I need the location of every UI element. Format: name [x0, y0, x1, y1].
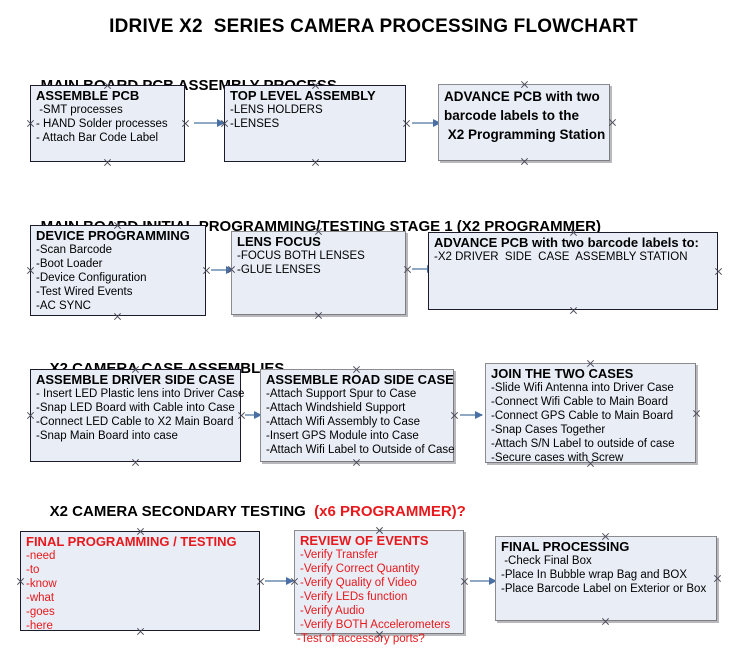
box-line: -Snap Cases Together — [491, 424, 606, 436]
box-line: -what — [26, 592, 55, 604]
box-line: -LENS HOLDERS — [230, 104, 323, 116]
box-line: -Insert GPS Module into Case — [266, 430, 419, 442]
box-line: -SMT processes — [36, 104, 123, 116]
box-title: JOIN THE TWO CASES — [491, 366, 634, 381]
box-line: -goes — [26, 606, 55, 618]
box-title: DEVICE PROGRAMMING — [36, 228, 190, 243]
box-lens-focus[interactable]: LENS FOCUS -FOCUS BOTH LENSES -GLUE LENS… — [231, 231, 406, 315]
box-final-processing[interactable]: FINAL PROCESSING -Check Final Box -Place… — [495, 536, 717, 621]
connector-arrow — [245, 410, 262, 419]
connector-arrow — [211, 265, 234, 274]
box-line: -here — [26, 620, 53, 632]
box-title: ASSEMBLE DRIVER SIDE CASE — [36, 372, 235, 387]
box-line: -Device Configuration — [36, 272, 147, 284]
box-line: -Verify BOTH Accelerometers — [300, 619, 451, 631]
box-line: -Attach Support Spur to Case — [266, 388, 417, 400]
box-line: -Snap Main Board into case — [36, 430, 178, 442]
box-line: -Verify LEDs function — [300, 591, 408, 603]
box-review-of-events-overflow-line: -Test of accessory ports? — [297, 633, 425, 645]
box-review-of-events[interactable]: REVIEW OF EVENTS -Verify Transfer -Verif… — [294, 530, 464, 634]
box-line: -know — [26, 578, 57, 590]
connector-arrow — [194, 118, 225, 127]
box-title: TOP LEVEL ASSEMBLY — [230, 88, 376, 103]
box-line: -AC SYNC — [36, 300, 91, 312]
box-line: -to — [26, 564, 40, 576]
connector-arrow — [460, 410, 483, 419]
box-line: -Attach S/N Label to outside of case — [491, 438, 675, 450]
box-line: -Verify Transfer — [300, 549, 378, 561]
box-line: -Slide Wifi Antenna into Driver Case — [491, 382, 674, 394]
box-line: -Snap LED Board with Cable into Case — [36, 402, 235, 414]
box-assemble-road-side-case[interactable]: ASSEMBLE ROAD SIDE CASE -Attach Support … — [260, 369, 455, 462]
box-line: -Place Barcode Label on Exterior or Box — [501, 583, 707, 595]
box-line: - Insert LED Plastic lens into Driver Ca… — [36, 388, 245, 400]
box-line: -Scan Barcode — [36, 244, 113, 256]
box-line: -Attach Wifi Assembly to Case — [266, 416, 421, 428]
box-line: -Check Final Box — [501, 555, 592, 567]
box-title: REVIEW OF EVENTS — [300, 533, 429, 548]
box-title: ADVANCE PCB with two barcode labels to t… — [444, 89, 606, 142]
connector-arrow — [412, 118, 441, 127]
box-title: ADVANCE PCB with two barcode labels to: — [434, 235, 699, 250]
box-line: -need — [26, 550, 56, 562]
box-line: -Attach Windshield Support — [266, 402, 406, 414]
box-title: FINAL PROCESSING — [501, 539, 630, 554]
box-line: -Boot Loader — [36, 258, 103, 270]
page-title: IDRIVE X2 SERIES CAMERA PROCESSING FLOWC… — [109, 16, 638, 37]
box-line: - HAND Solder processes — [36, 118, 168, 130]
box-line: -Verify Correct Quantity — [300, 563, 420, 575]
box-advance-pcb-driver-side-station[interactable]: ADVANCE PCB with two barcode labels to: … — [428, 232, 718, 310]
box-line: -Place In Bubble wrap Bag and BOX — [501, 569, 688, 581]
section-header-4-accent: (x6 PROGRAMMER)? — [314, 503, 466, 520]
box-title: FINAL PROGRAMMING / TESTING — [26, 534, 237, 549]
box-assemble-pcb[interactable]: ASSEMBLE PCB -SMT processes - HAND Solde… — [30, 85, 185, 162]
connector-arrow — [265, 576, 294, 585]
box-line: -FOCUS BOTH LENSES — [237, 250, 365, 262]
box-line: -Connect Wifi Cable to Main Board — [491, 396, 669, 408]
box-title: LENS FOCUS — [237, 234, 321, 249]
box-line: -Connect LED Cable to X2 Main Board — [36, 416, 234, 428]
box-line: -Attach Wifi Label to Outside of Case — [266, 444, 455, 456]
box-advance-pcb-programming-station[interactable]: ADVANCE PCB with two barcode labels to t… — [438, 84, 610, 161]
box-title: ASSEMBLE ROAD SIDE CASE — [266, 372, 454, 387]
box-join-the-two-cases[interactable]: JOIN THE TWO CASES -Slide Wifi Antenna i… — [485, 363, 696, 464]
box-line: - Attach Bar Code Label — [36, 132, 159, 144]
connector-arrow — [470, 576, 497, 585]
box-title: ASSEMBLE PCB — [36, 88, 140, 103]
box-assemble-driver-side-case[interactable]: ASSEMBLE DRIVER SIDE CASE - Insert LED P… — [30, 369, 245, 462]
box-line: -Secure cases with Screw — [491, 452, 624, 464]
box-line: -Verify Quality of Video — [300, 577, 417, 589]
box-top-level-assembly[interactable]: TOP LEVEL ASSEMBLY -LENS HOLDERS -LENSES — [224, 85, 406, 162]
box-line: -X2 DRIVER SIDE CASE ASSEMBLY STATION — [434, 251, 688, 263]
box-line: -Connect GPS Cable to Main Board — [491, 410, 674, 422]
box-line: -LENSES — [230, 118, 280, 130]
section-header-4-text: X2 CAMERA SECONDARY TESTING — [49, 503, 315, 520]
section-header-4: X2 CAMERA SECONDARY TESTING (x6 PROGRAMM… — [33, 486, 466, 537]
box-device-programming[interactable]: DEVICE PROGRAMMING -Scan Barcode -Boot L… — [30, 225, 206, 316]
box-final-programming-testing[interactable]: FINAL PROGRAMMING / TESTING -need -to -k… — [20, 531, 260, 632]
box-line: -Test Wired Events — [36, 286, 133, 298]
box-line: -Verify Audio — [300, 605, 365, 617]
box-line: -GLUE LENSES — [237, 264, 321, 276]
